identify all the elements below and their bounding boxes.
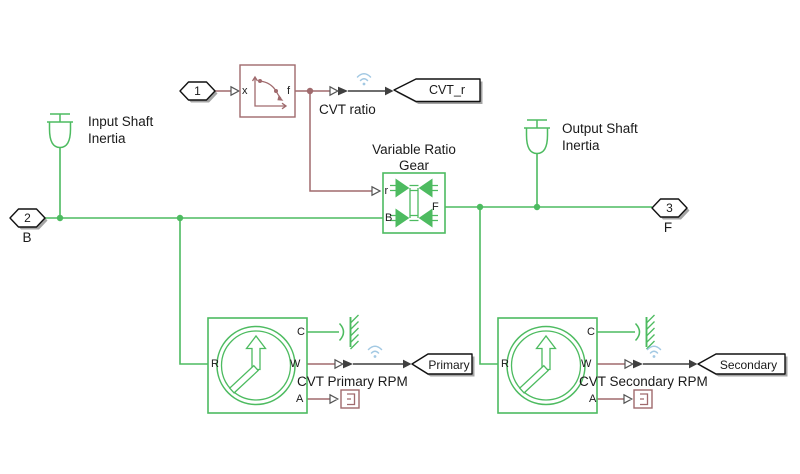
gear-port-b: B xyxy=(385,211,393,224)
conn-port-3[interactable] xyxy=(651,198,690,220)
primary-sensor-port-r: R xyxy=(211,357,219,370)
cvt-variator-icon xyxy=(390,178,438,228)
input-inertia-label-line1: Input Shaft xyxy=(88,114,154,129)
signal-logging-wifi-icon-secondary xyxy=(646,345,662,358)
inport-1-number: 1 xyxy=(194,84,201,98)
secondary-sensor-port-c: C xyxy=(587,325,595,338)
secondary-sensor-port-w: W xyxy=(581,357,592,370)
tag-primary-text[interactable]: Primary xyxy=(428,357,470,372)
conn-port-2[interactable] xyxy=(9,208,48,230)
gear-title-line2: Gear xyxy=(398,158,429,173)
ps-terminator-primary[interactable] xyxy=(340,389,360,409)
tag-secondary[interactable] xyxy=(697,353,788,377)
signal-arrowheads xyxy=(230,85,698,405)
tag-primary[interactable] xyxy=(411,353,475,377)
input-inertia-label-line2: Inertia xyxy=(88,131,126,146)
secondary-sensor-port-a: A xyxy=(589,392,597,405)
signal-logging-wifi-icon-primary xyxy=(367,345,383,358)
output-inertia-label-line1: Output Shaft xyxy=(562,121,638,136)
primary-sensor-port-w: W xyxy=(290,357,301,370)
gauge-icon xyxy=(216,325,296,406)
variable-ratio-gear-block[interactable] xyxy=(382,172,446,234)
gauge-icon xyxy=(506,325,586,406)
cvt-secondary-rpm-sensor-block[interactable] xyxy=(497,317,598,414)
primary-sensor-label: CVT Primary RPM xyxy=(297,374,408,389)
gear-port-f: F xyxy=(432,200,439,213)
rotational-reference-secondary[interactable] xyxy=(634,314,655,350)
mechanical-wires[interactable] xyxy=(45,147,652,365)
cvt-ratio-lookup-block[interactable] xyxy=(239,64,296,118)
tag-cvt-r[interactable] xyxy=(393,78,483,104)
port-3-label: F xyxy=(663,220,673,235)
port-2-number: 2 xyxy=(24,211,31,225)
lookup-port-f: f xyxy=(287,84,291,97)
signal-logging-wifi-icon-top xyxy=(356,73,372,86)
primary-sensor-port-a: A xyxy=(296,392,304,405)
junction-dots xyxy=(56,87,541,222)
gear-title-line1: Variable Ratio xyxy=(372,142,456,157)
cvt-primary-rpm-sensor-block[interactable] xyxy=(207,317,308,414)
tag-cvt-r-text[interactable]: CVT_r xyxy=(428,83,466,97)
inport-1[interactable] xyxy=(179,81,218,103)
rotational-reference-primary[interactable] xyxy=(338,314,359,350)
input-shaft-inertia-icon[interactable] xyxy=(47,113,73,149)
cvt-ratio-signal-label[interactable]: CVT ratio xyxy=(319,102,376,117)
secondary-sensor-port-r: R xyxy=(501,357,509,370)
output-shaft-inertia-icon[interactable] xyxy=(524,119,550,155)
primary-sensor-port-c: C xyxy=(297,325,305,338)
tag-secondary-text[interactable]: Secondary xyxy=(719,357,778,372)
output-inertia-label-line2: Inertia xyxy=(562,138,600,153)
secondary-sensor-label: CVT Secondary RPM xyxy=(579,374,708,389)
signal-wires[interactable] xyxy=(348,90,690,365)
port-3-number: 3 xyxy=(666,201,673,215)
gear-port-r: r xyxy=(384,184,389,197)
lookup-port-x: x xyxy=(242,84,248,97)
port-2-label: B xyxy=(22,230,32,245)
lookup-curve-icon xyxy=(251,75,288,110)
ps-terminator-secondary[interactable] xyxy=(633,389,653,409)
